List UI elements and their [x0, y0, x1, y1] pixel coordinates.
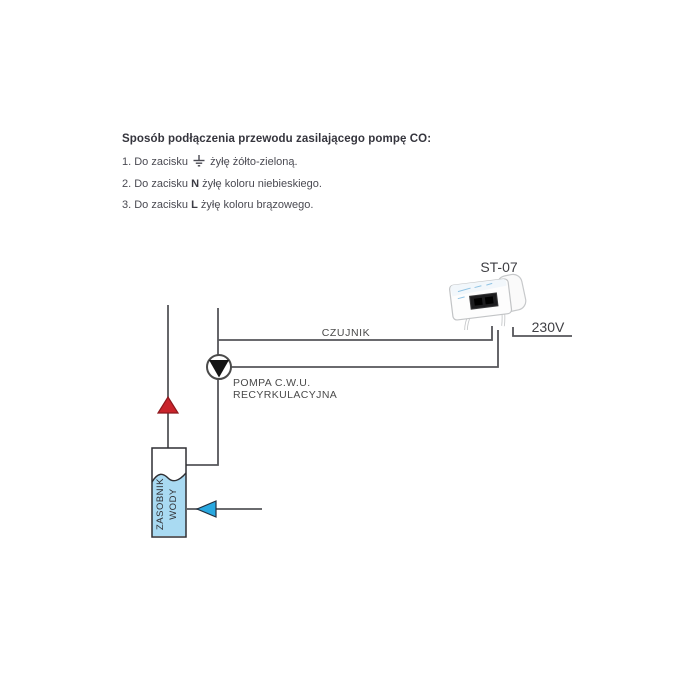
hot-flow-arrow — [158, 397, 178, 413]
instruction-2-suffix: żyłę koloru niebieskiego. — [202, 177, 322, 190]
sensor-wire-line — [218, 326, 493, 341]
instruction-line-2: 2. Do zacisku N żyłę koloru niebieskiego… — [122, 178, 482, 191]
instruction-1-prefix: 1. Do zacisku — [122, 156, 189, 168]
instructions-title: Sposób podłączenia przewodu zasilającego… — [122, 133, 432, 145]
hot-flow-arrow-outline — [156, 395, 180, 414]
instruction-1-suffix: żyłę żółto-zieloną. — [210, 156, 298, 168]
water-tank: ZASOBNIK WODY — [151, 447, 187, 538]
controller-panel-marks — [457, 282, 493, 300]
pump-label-line2: RECYRKULACYJNA — [233, 389, 337, 401]
cold-flow-arrow-outline — [195, 500, 217, 518]
tank-label-line1: ZASOBNIK — [155, 478, 166, 530]
sensor-label: CZUJNIK — [322, 327, 371, 339]
cold-flow-arrow — [197, 501, 216, 517]
tank-label-line2: WODY — [168, 488, 179, 520]
controller-body — [449, 278, 513, 321]
pump-label-line1: POMPA C.W.U. — [233, 377, 311, 389]
mains-voltage-label: 230V — [532, 319, 565, 335]
earth-ground-icon — [193, 155, 205, 167]
mains-lead-line — [512, 327, 572, 337]
controller-top-face — [450, 279, 507, 297]
controller-socket-hole-right — [484, 296, 494, 305]
tank-water-surface — [151, 472, 187, 483]
instruction-line-3: 3. Do zacisku L żyłę koloru brązowego. — [122, 199, 482, 212]
instruction-2-prefix: 2. Do zacisku — [122, 177, 189, 190]
controller-socket — [469, 292, 499, 310]
return-pipe-line — [186, 308, 219, 466]
pump-rotor-triangle — [209, 360, 229, 378]
instruction-line-1: 1. Do zacisku żyłę żółto-zieloną. — [122, 154, 482, 169]
tank-body-outline — [151, 447, 187, 538]
tank-water — [152, 473, 186, 536]
instruction-3-suffix: żyłę koloru brązowego. — [200, 199, 314, 211]
pump-wire-line — [222, 330, 499, 368]
controller-socket-hole-left — [473, 297, 483, 306]
pump-symbol — [206, 354, 232, 380]
controller-device — [449, 273, 527, 331]
instructions-block: Sposób podłączenia przewodu zasilającego… — [122, 133, 482, 221]
controller-label: ST-07 — [480, 259, 518, 275]
terminal-l-label: L — [191, 199, 198, 211]
terminal-n-label: N — [191, 177, 200, 190]
instruction-3-prefix: 3. Do zacisku — [122, 199, 189, 211]
